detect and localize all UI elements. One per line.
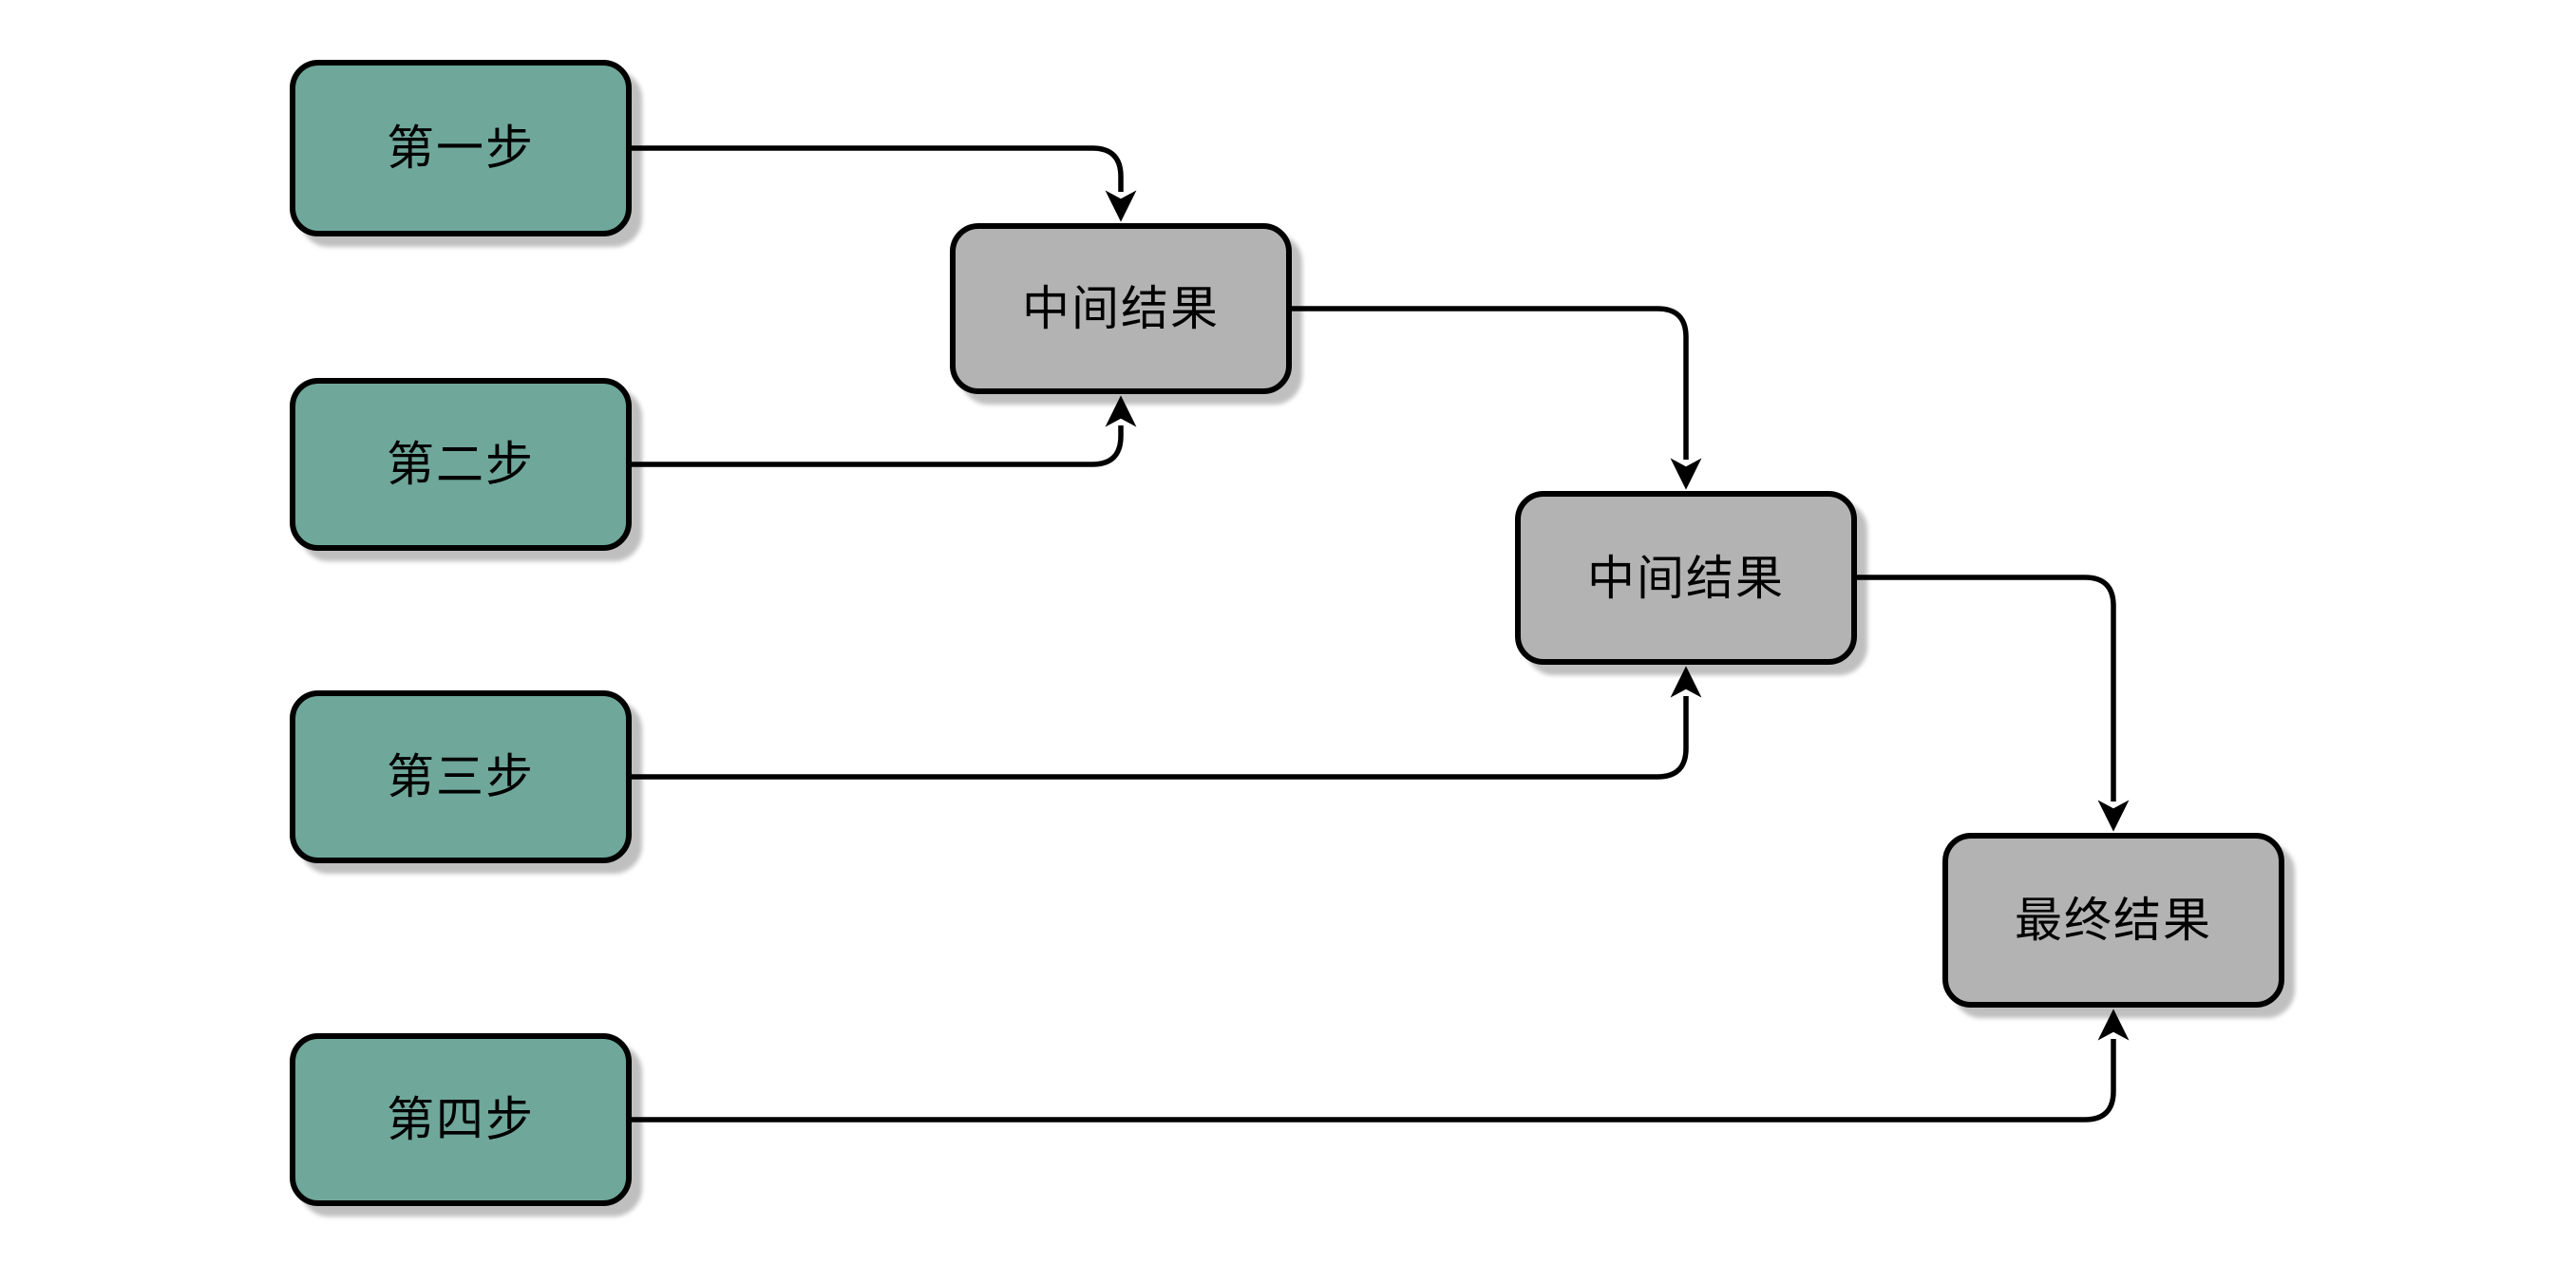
node-step-1: 第一步	[290, 60, 632, 236]
edge-step2-to-intermediate1	[632, 395, 1137, 467]
node-step-4-label: 第四步	[387, 1092, 535, 1147]
node-step-2-label: 第二步	[387, 437, 535, 492]
edge-intermediate2-to-final	[1857, 575, 2130, 832]
node-intermediate-result-1: 中间结果	[950, 223, 1292, 394]
node-intermediate-result-1-label: 中间结果	[1022, 281, 1220, 336]
edge-intermediate1-to-intermediate2	[1292, 306, 1702, 490]
node-intermediate-result-2-label: 中间结果	[1587, 550, 1785, 606]
node-intermediate-result-2: 中间结果	[1515, 491, 1857, 665]
edge-step3-to-intermediate2	[632, 666, 1702, 780]
node-final-result-label: 最终结果	[2015, 893, 2212, 948]
node-step-3-label: 第三步	[387, 749, 535, 804]
node-step-2: 第二步	[290, 378, 632, 551]
node-final-result: 最终结果	[1942, 833, 2284, 1008]
edge-step4-to-final	[632, 1009, 2130, 1123]
node-step-1-label: 第一步	[387, 121, 535, 176]
node-step-3: 第三步	[290, 690, 632, 863]
edge-step1-to-intermediate1	[632, 145, 1137, 222]
node-step-4: 第四步	[290, 1033, 632, 1206]
